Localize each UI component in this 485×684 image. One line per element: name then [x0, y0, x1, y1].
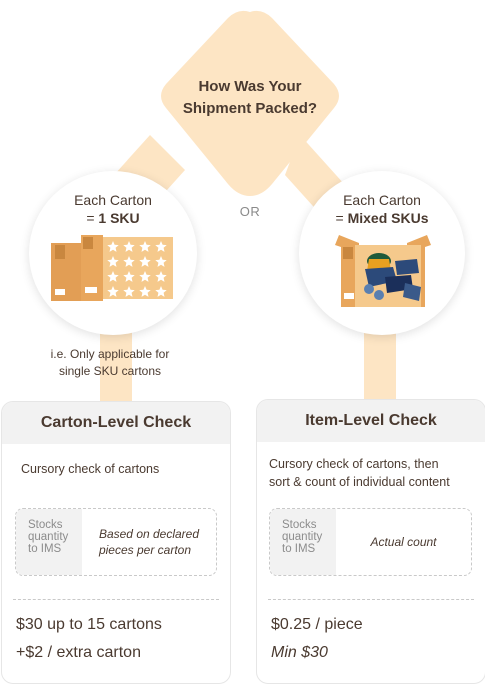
- option-label-prefix: =: [86, 210, 99, 226]
- stocks-quantity-label: Stocks quantity to IMS: [16, 509, 82, 575]
- card-price-line-2: +$2 / extra carton: [16, 644, 141, 661]
- star-icon: [123, 256, 135, 267]
- flow-stem-left: [100, 320, 132, 410]
- stocks-quantity-label: Stocks quantity to IMS: [270, 509, 336, 575]
- star-icon: [139, 241, 151, 252]
- star-icon: [123, 241, 135, 252]
- stocks-quantity-box: Stocks quantity to IMS Actual count: [269, 508, 472, 576]
- card-desc-line-1: Cursory check of cartons, then: [269, 457, 439, 471]
- card-divider: [268, 599, 474, 600]
- option-mixed-sku-label: Each Carton = Mixed SKUs: [299, 191, 465, 227]
- question-text: How Was Your Shipment Packed?: [160, 76, 340, 120]
- star-icon: [155, 271, 167, 282]
- option-mixed-sku[interactable]: Each Carton = Mixed SKUs: [299, 171, 465, 335]
- stocks-quantity-basis: Actual count: [370, 535, 437, 549]
- star-icon: [107, 286, 119, 297]
- star-icon: [107, 256, 119, 267]
- star-icon: [139, 286, 151, 297]
- star-icon: [123, 271, 135, 282]
- mixed-sku-carton-illustration: [335, 235, 431, 307]
- card-title: Carton-Level Check: [2, 402, 230, 444]
- note-line-2: single SKU cartons: [58, 364, 162, 378]
- or-label: OR: [239, 204, 261, 219]
- card-price-line-1: $30 up to 15 cartons: [16, 616, 162, 633]
- question-line-1: How Was Your: [198, 78, 302, 95]
- single-sku-cartons-illustration: [51, 235, 173, 301]
- card-desc-line-2: sort & count of individual content: [269, 475, 450, 489]
- option-label-line-1: Each Carton: [343, 192, 421, 208]
- option-label-strong: 1 SKU: [98, 210, 140, 226]
- star-icon: [107, 271, 119, 282]
- card-price-line-2: Min $30: [271, 644, 328, 661]
- option-label-line-1: Each Carton: [74, 192, 152, 208]
- option-label-prefix: =: [335, 210, 348, 226]
- stocks-quantity-box: Stocks quantity to IMS Based on declared…: [15, 508, 217, 576]
- star-icon: [139, 256, 151, 267]
- star-icon: [155, 256, 167, 267]
- star-icon: [155, 286, 167, 297]
- card-divider: [13, 599, 219, 600]
- option-label-strong: Mixed SKUs: [347, 210, 429, 226]
- question-line-2: Shipment Packed?: [182, 100, 318, 117]
- item-level-check-card[interactable]: Item-Level Check Cursory check of carton…: [256, 399, 485, 684]
- card-price-line-1: $0.25 / piece: [271, 616, 363, 633]
- star-icon: [155, 241, 167, 252]
- star-icon: [123, 286, 135, 297]
- card-description: Cursory check of cartons, then sort & co…: [269, 455, 481, 491]
- card-title: Item-Level Check: [257, 400, 485, 442]
- star-icon: [139, 271, 151, 282]
- option-single-sku-label: Each Carton = 1 SKU: [29, 191, 197, 227]
- stocks-quantity-basis: Based on declared pieces per carton: [98, 527, 200, 557]
- star-icon: [107, 241, 119, 252]
- card-description: Cursory check of cartons: [21, 460, 221, 478]
- card-desc-line-1: Cursory check of cartons: [21, 462, 160, 476]
- option-single-sku[interactable]: Each Carton = 1 SKU: [29, 171, 197, 335]
- flow-stem-right: [364, 320, 396, 410]
- question-diamond: [161, 10, 339, 196]
- carton-level-check-card[interactable]: Carton-Level Check Cursory check of cart…: [1, 401, 231, 684]
- single-sku-note: i.e. Only applicable for single SKU cart…: [30, 346, 190, 380]
- note-line-1: i.e. Only applicable for: [50, 347, 170, 361]
